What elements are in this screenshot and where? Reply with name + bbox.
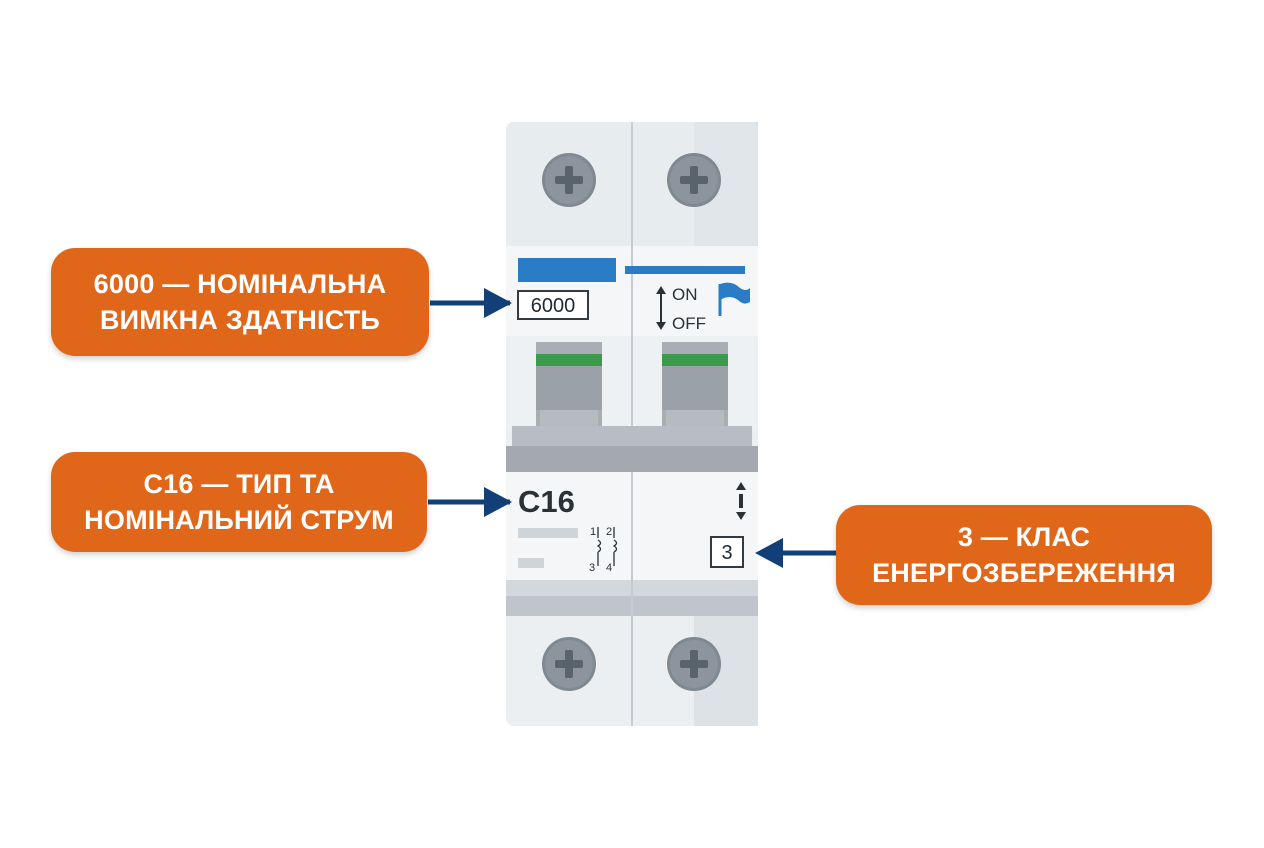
blue-label-strip-right [625,266,745,274]
energy-class-value: 3 [721,542,732,564]
label-line [518,528,578,538]
callout-line: ВИМКНА ЗДАТНІСТЬ [99,305,381,335]
breaking-capacity-value: 6000 [531,295,576,317]
screw-top-left [542,153,596,207]
label-line-short [518,558,544,568]
callout-line: C16 — ТИП ТА [143,469,335,499]
toggle-left [536,342,602,430]
svg-text:1: 1 [590,526,596,538]
arrow-type-head [484,487,512,517]
callout-line: 3 — КЛАС [957,522,1091,552]
callout-type-current: C16 — ТИП ТА НОМІНАЛЬНИЙ СТРУМ [51,452,427,552]
wiring-diagram-icon: 1 2 3 4 [589,526,618,574]
callout-line: ЕНЕРГОЗБЕРЕЖЕННЯ [872,558,1176,588]
screw-top-right [667,153,721,207]
callout-line: 6000 — НОМІНАЛЬНА [93,269,387,299]
flag-icon [718,282,750,316]
callout-breaking-capacity: 6000 — НОМІНАЛЬНА ВИМКНА ЗДАТНІСТЬ [51,248,429,356]
screw-bottom-right [667,637,721,691]
arrow-class-head [755,538,783,568]
handle-bar [506,426,758,472]
svg-text:4: 4 [606,562,612,574]
callout-line: НОМІНАЛЬНИЙ СТРУМ [84,505,394,535]
on-off-arrow-icon [656,286,666,330]
off-label: OFF [672,314,706,333]
svg-text:3: 3 [589,562,595,574]
breaking-capacity-box [517,290,589,320]
blue-label-strip-left [518,258,616,282]
arrow-capacity-head [484,288,512,318]
type-current-value: C16 [518,484,575,519]
on-label: ON [672,285,698,304]
toggle-right [662,342,728,430]
screw-bottom-left [542,637,596,691]
energy-class-box [710,536,744,568]
callout-energy-class: 3 — КЛАС ЕНЕРГОЗБЕРЕЖЕННЯ [836,505,1212,605]
svg-text:2: 2 [606,526,612,538]
double-arrow-icon [736,482,746,520]
